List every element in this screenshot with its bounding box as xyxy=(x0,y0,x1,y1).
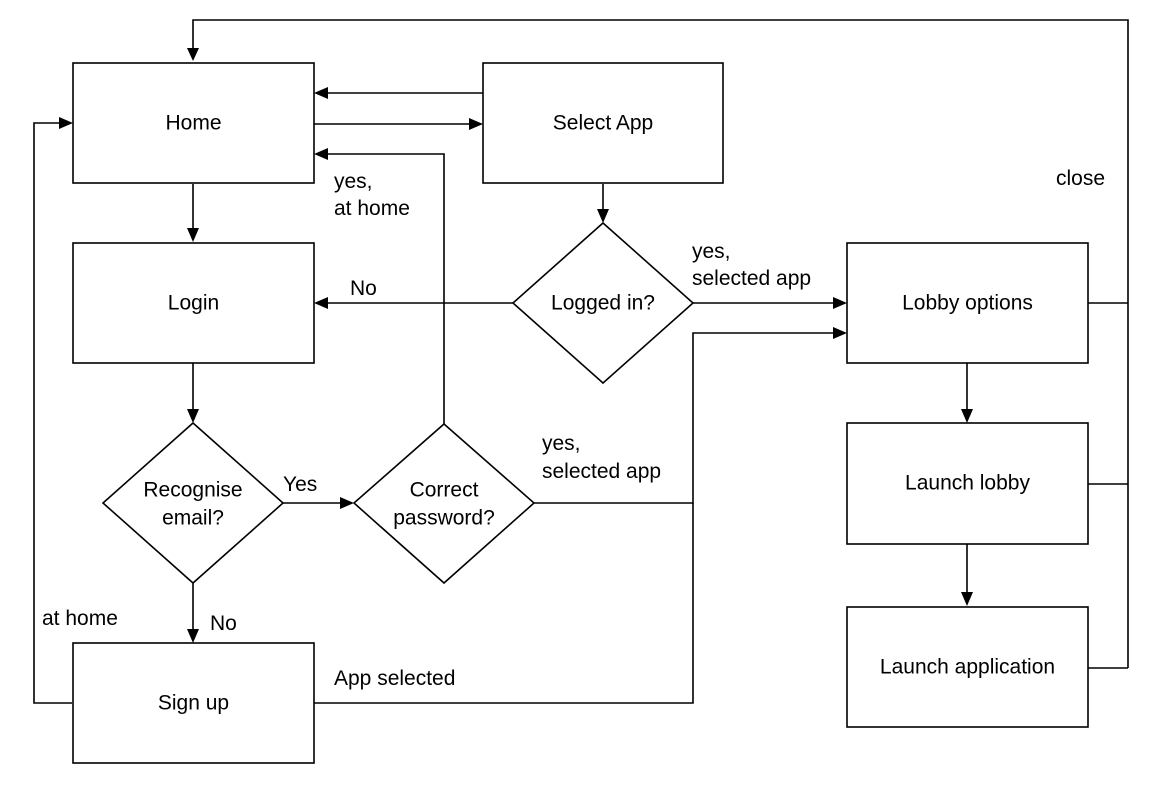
arrowhead xyxy=(833,327,847,339)
node-launch-lobby[interactable]: Launch lobby xyxy=(846,422,1089,545)
edge-label-yes-recognised: Yes xyxy=(283,473,317,496)
node-sign-up[interactable]: Sign up xyxy=(72,642,315,764)
arrowhead xyxy=(340,497,354,509)
decision-recognise-email-label-line2: email? xyxy=(162,507,224,530)
edges xyxy=(33,19,1129,704)
arrowhead xyxy=(961,592,973,606)
arrowhead xyxy=(187,48,199,61)
edge-label-at-home: at home xyxy=(42,607,118,630)
edge-label-yes-selected-app-mid-line1: yes, xyxy=(542,432,581,455)
edge-label-yes-at-home-line2: at home xyxy=(334,197,410,220)
node-lobby-options-label: Lobby options xyxy=(902,292,1033,315)
arrowhead xyxy=(597,209,609,223)
arrowhead xyxy=(187,409,199,423)
edge-label-no-login: No xyxy=(350,277,377,300)
decision-logged-in-label: Logged in? xyxy=(551,292,655,315)
edge-labels: yes, at home No yes, selected app yes, s… xyxy=(42,167,1105,690)
arrowhead xyxy=(314,297,328,309)
node-lobby-options[interactable]: Lobby options xyxy=(846,242,1089,364)
edge-label-close: close xyxy=(1056,167,1105,190)
edge-close-loop xyxy=(192,19,1129,668)
node-home[interactable]: Home xyxy=(72,62,315,184)
decision-correct-password-label-line1: Correct xyxy=(410,479,479,502)
edge-label-yes-selected-app-mid-line2: selected app xyxy=(542,460,661,483)
arrowhead xyxy=(833,297,847,309)
decision-recognise-email-label-line1: Recognise xyxy=(143,479,242,502)
edge-label-no-signup: No xyxy=(210,612,237,635)
node-launch-application-label: Launch application xyxy=(880,656,1055,679)
arrowhead xyxy=(469,118,483,130)
edge-label-yes-selected-app-top-line2: selected app xyxy=(692,267,811,290)
edge-label-yes-at-home-line1: yes, xyxy=(334,170,373,193)
decision-recognise-email[interactable]: Recognise email? xyxy=(101,421,285,585)
edge-label-app-selected: App selected xyxy=(334,667,455,690)
decision-logged-in[interactable]: Logged in? xyxy=(511,221,695,385)
arrowhead xyxy=(314,87,328,99)
edge-label-yes-selected-app-top-line1: yes, xyxy=(692,240,731,263)
node-sign-up-label: Sign up xyxy=(158,692,229,715)
arrowhead xyxy=(187,629,199,643)
arrowhead xyxy=(59,117,73,129)
decision-correct-password-label-line2: password? xyxy=(393,507,495,530)
node-launch-application[interactable]: Launch application xyxy=(846,606,1089,728)
edge-password-to-home xyxy=(326,153,445,424)
arrowhead xyxy=(961,409,973,423)
node-select-app[interactable]: Select App xyxy=(482,62,724,184)
arrowhead xyxy=(314,148,328,160)
node-login-label: Login xyxy=(168,292,219,315)
node-home-label: Home xyxy=(165,112,221,135)
decision-correct-password[interactable]: Correct password? xyxy=(352,422,536,585)
edge-password-to-lobby xyxy=(534,332,834,504)
arrowhead xyxy=(187,228,199,242)
edge-signup-to-home xyxy=(33,122,72,704)
node-launch-lobby-label: Launch lobby xyxy=(905,472,1030,495)
node-select-app-label: Select App xyxy=(553,112,653,135)
edge-signup-to-lobby xyxy=(314,503,694,704)
node-login[interactable]: Login xyxy=(72,242,315,364)
